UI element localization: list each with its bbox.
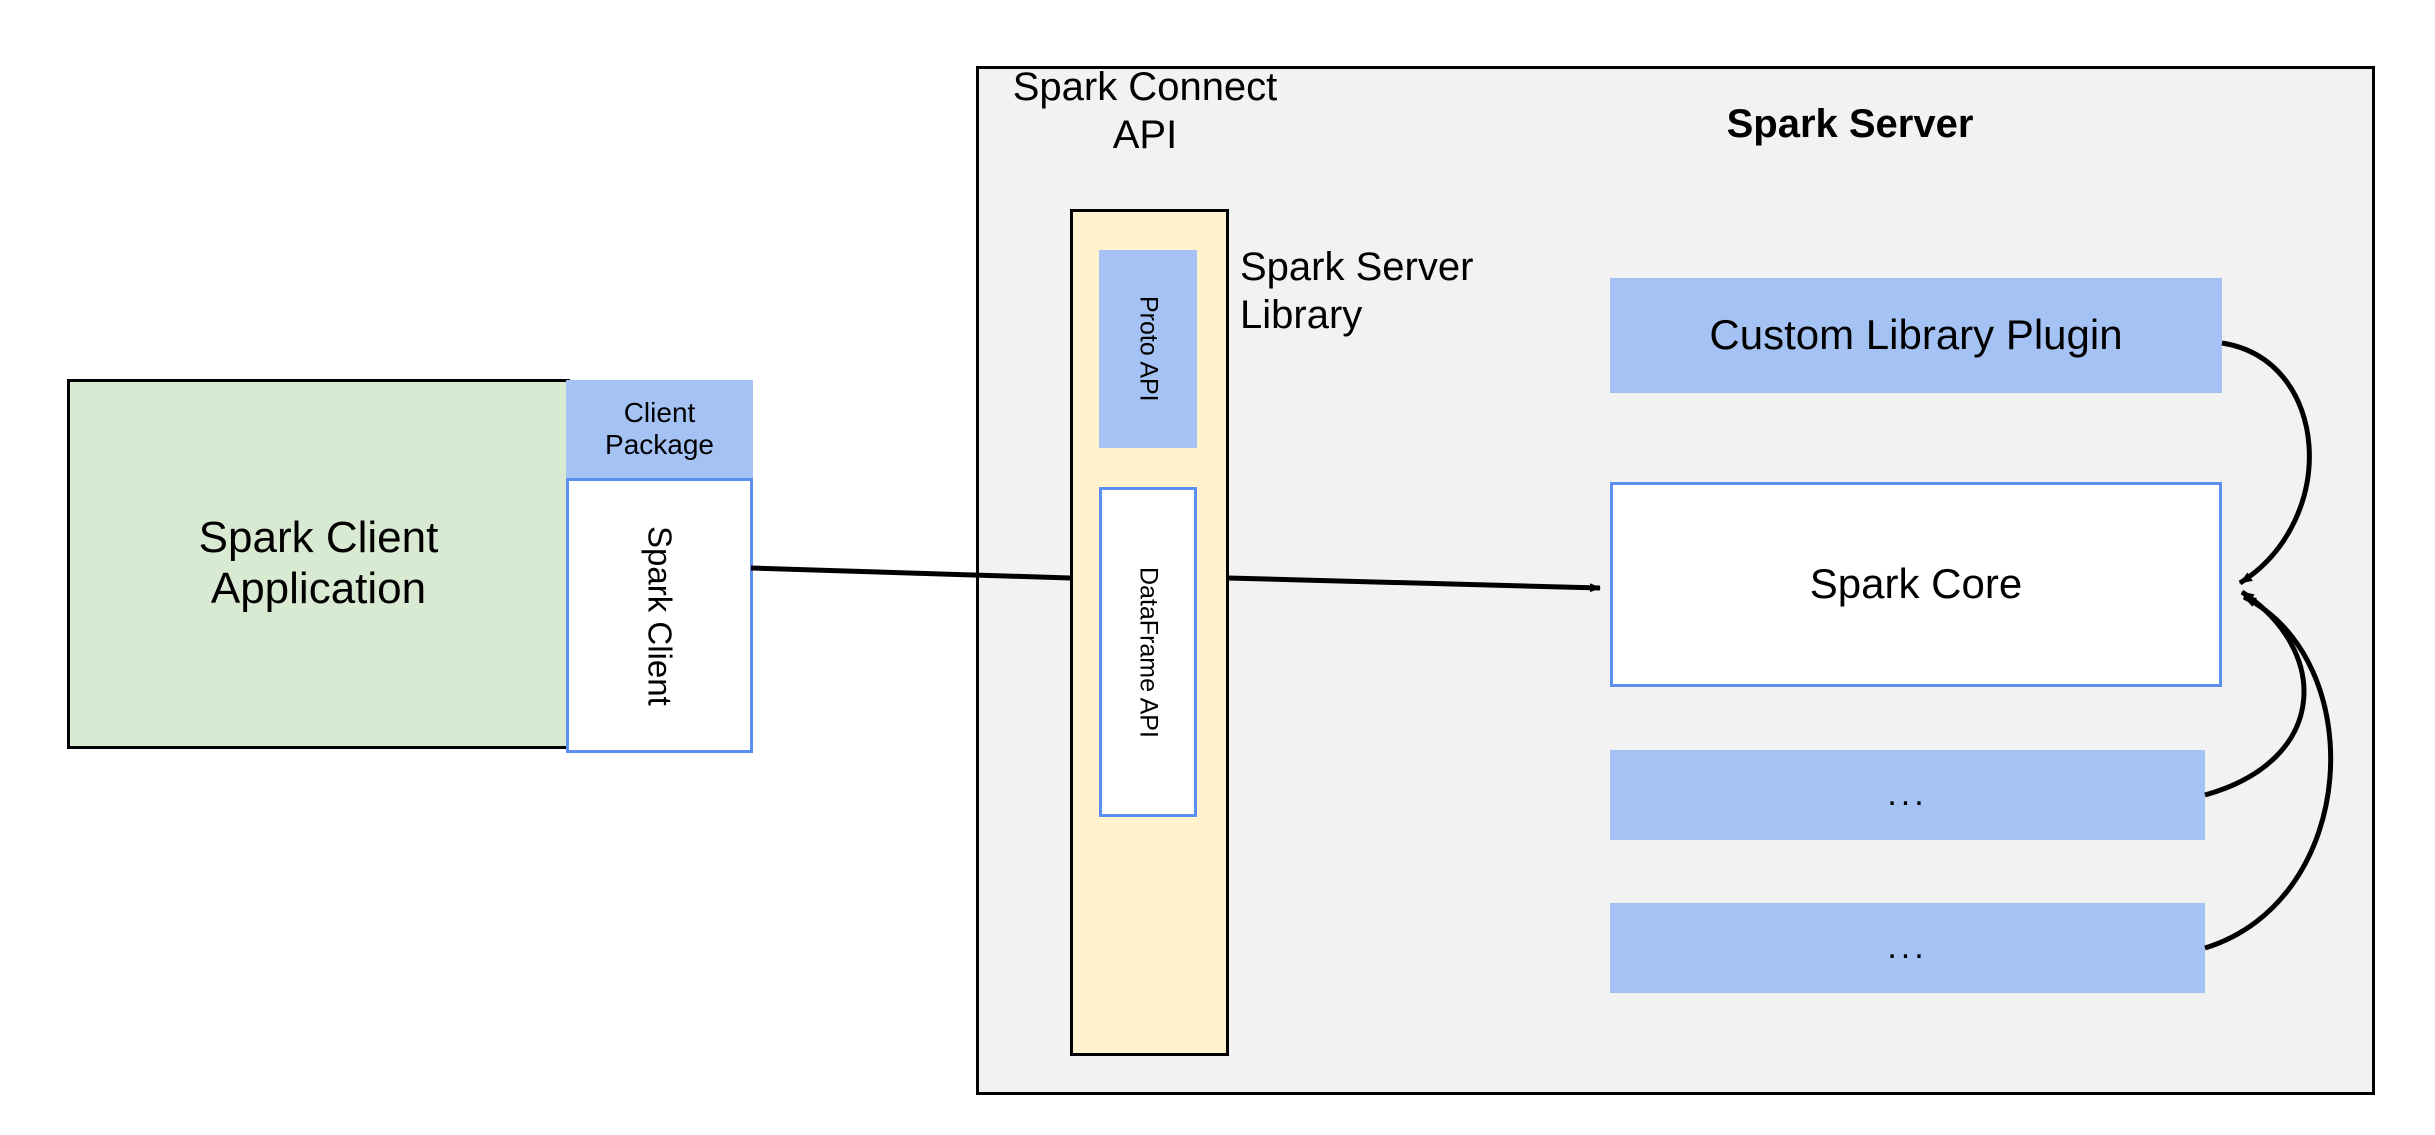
proto-api-box[interactable]: Proto API xyxy=(1099,250,1197,448)
spark-server-title: Spark Server xyxy=(1726,102,1974,146)
dataframe-api-box[interactable]: DataFrame API xyxy=(1099,487,1197,817)
spark-core-box[interactable]: Spark Core xyxy=(1610,482,2222,687)
dataframe-api-label: DataFrame API xyxy=(1134,566,1163,738)
proto-api-label: Proto API xyxy=(1134,296,1163,402)
spark-client-label: Spark Client xyxy=(641,525,679,706)
ellipsis-box-2[interactable]: ... xyxy=(1610,903,2205,993)
spark-client-application-box[interactable]: Spark Client Application xyxy=(67,379,570,749)
spark-client-box[interactable]: Spark Client xyxy=(566,478,753,753)
spark-server-library-label: Spark Server Library xyxy=(1240,245,1474,337)
client-package-box[interactable]: Client Package xyxy=(566,380,753,478)
custom-library-plugin-box[interactable]: Custom Library Plugin xyxy=(1610,278,2222,393)
spark-connect-api-label: Spark Connect API xyxy=(1012,65,1278,157)
ellipsis-box-1[interactable]: ... xyxy=(1610,750,2205,840)
